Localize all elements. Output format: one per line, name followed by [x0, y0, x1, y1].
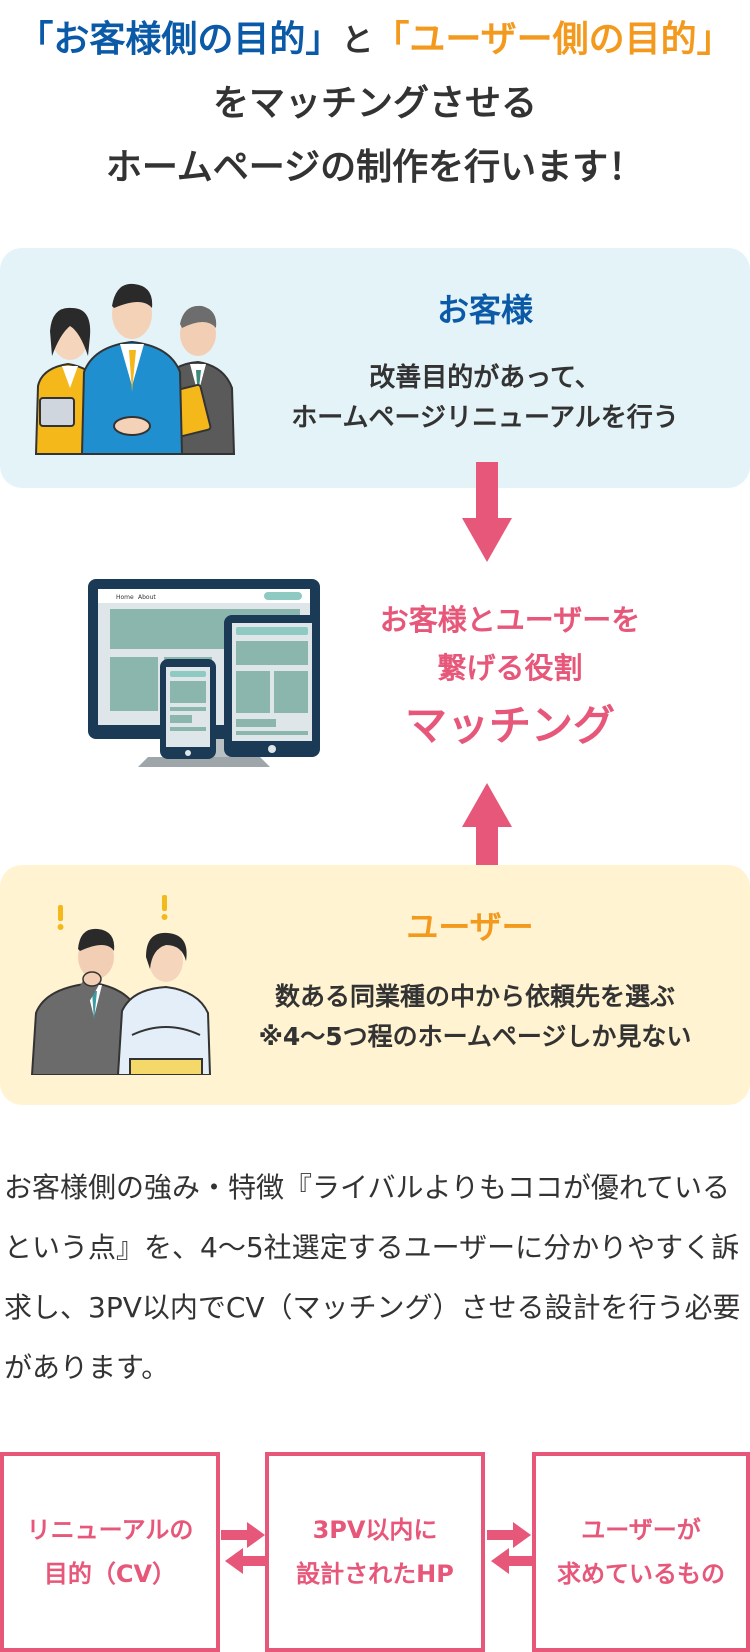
- flow-box3-line2: 求めているもの: [557, 1560, 725, 1588]
- page-headline: 「お客様側の目的」と「ユーザー側の目的」 をマッチングさせる ホームページの制作…: [0, 8, 750, 200]
- mock-nav-home: Home: [116, 594, 134, 601]
- flow-box2-line1: 3PV以内に: [312, 1516, 438, 1544]
- bidirectional-arrow-icon: [487, 1522, 535, 1574]
- user-panel-title: ユーザー: [406, 908, 534, 946]
- flow-box-designed-hp: 3PV以内に 設計されたHP: [265, 1452, 485, 1652]
- flow-box2-line2: 設計されたHP: [296, 1560, 454, 1588]
- headline-user-goal: 「ユーザー側の目的」: [373, 19, 733, 60]
- headline-line3: ホームページの制作を行います！: [105, 147, 645, 188]
- headline-line2: をマッチングさせる: [212, 83, 537, 124]
- client-panel: お客様 改善目的があって、 ホームページリニューアルを行う: [0, 248, 750, 488]
- headline-client-goal: 「お客様側の目的」: [17, 19, 342, 60]
- devices-illustration: Home About: [88, 579, 320, 767]
- bidirectional-arrow-icon: [221, 1522, 269, 1574]
- user-panel-desc-line2: ※4〜5つ程のホームページしか見ない: [258, 1022, 692, 1051]
- headline-to: と: [341, 21, 374, 59]
- user-panel-desc-line1: 数ある同業種の中から依頼先を選ぶ: [274, 982, 675, 1011]
- flow-box1-line2: 目的（CV）: [43, 1560, 177, 1588]
- matching-line1: お客様とユーザーを: [379, 603, 641, 637]
- client-panel-desc-line2: ホームページリニューアルを行う: [291, 403, 679, 433]
- thinking-people-illustration: [30, 895, 212, 1075]
- client-panel-desc-line1: 改善目的があって、: [369, 363, 601, 393]
- flow-box-user-needs: ユーザーが 求めているもの: [532, 1452, 750, 1652]
- headline-line1: 「お客様側の目的」と「ユーザー側の目的」: [0, 8, 750, 72]
- matching-big: マッチング: [404, 701, 615, 750]
- business-people-illustration: [34, 283, 236, 455]
- flow-box-renewal-goal: リニューアルの 目的（CV）: [0, 1452, 220, 1652]
- arrow-down-icon: [462, 462, 512, 562]
- client-panel-title: お客様: [436, 291, 533, 329]
- flow-box3-line1: ユーザーが: [581, 1516, 701, 1544]
- user-panel: ユーザー 数ある同業種の中から依頼先を選ぶ ※4〜5つ程のホームページしか見ない: [0, 865, 750, 1105]
- mock-nav-about: About: [138, 594, 156, 601]
- description-paragraph: お客様側の強み・特徴『ライバルよりもココが優れているという点』を、4〜5社選定す…: [4, 1171, 741, 1384]
- matching-line2: 繋げる役割: [437, 651, 583, 685]
- flow-box1-line1: リニューアルの: [26, 1516, 194, 1544]
